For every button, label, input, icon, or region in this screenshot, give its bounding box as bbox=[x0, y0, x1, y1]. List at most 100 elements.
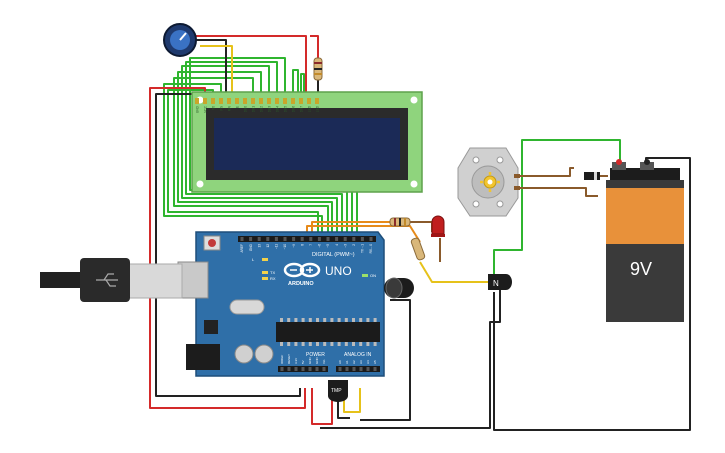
lcd-pin[interactable] bbox=[267, 98, 271, 104]
lcd-pin[interactable] bbox=[211, 98, 215, 104]
analog-pin-label: A2 bbox=[352, 360, 356, 364]
npn-transistor[interactable]: N bbox=[488, 274, 512, 290]
battery-band bbox=[606, 188, 684, 244]
digital-pin[interactable] bbox=[352, 237, 356, 241]
wire-sensor-out[interactable] bbox=[343, 388, 361, 413]
lcd-pin[interactable] bbox=[227, 98, 231, 104]
wire-lcd-led-r[interactable] bbox=[310, 35, 319, 60]
chip-pin bbox=[330, 318, 334, 322]
analog-pin-label: A0 bbox=[338, 360, 342, 364]
wire-green-7[interactable] bbox=[189, 57, 348, 238]
power-pin[interactable] bbox=[301, 367, 305, 371]
battery-9v[interactable]: 9V bbox=[606, 159, 684, 322]
lcd-pin[interactable] bbox=[243, 98, 247, 104]
lcd-screen bbox=[214, 118, 400, 170]
power-pin[interactable] bbox=[280, 367, 284, 371]
wire-green-3[interactable] bbox=[173, 77, 329, 238]
electrolytic-capacitor[interactable] bbox=[384, 277, 414, 299]
wire-5v-rail[interactable] bbox=[149, 87, 306, 409]
digital-pin[interactable] bbox=[240, 237, 244, 241]
wire-pot-gnd[interactable] bbox=[196, 39, 227, 102]
wire-motor-b[interactable] bbox=[514, 187, 598, 197]
lcd-pin-label: DB3 bbox=[268, 106, 272, 112]
analog-pin[interactable] bbox=[373, 367, 377, 371]
digital-pin[interactable] bbox=[326, 237, 330, 241]
wire-motor-a[interactable] bbox=[514, 167, 574, 177]
resistor-led[interactable] bbox=[389, 217, 411, 227]
resistor-base[interactable] bbox=[410, 237, 426, 261]
resistor-lcd-backlight[interactable] bbox=[313, 57, 323, 81]
wire-sensor-vcc[interactable] bbox=[311, 388, 333, 425]
digital-pin[interactable] bbox=[283, 237, 287, 241]
digital-pin[interactable] bbox=[300, 237, 304, 241]
analog-pin[interactable] bbox=[359, 367, 363, 371]
digital-pin[interactable] bbox=[343, 237, 347, 241]
lcd-pin[interactable] bbox=[299, 98, 303, 104]
wire-green-5[interactable] bbox=[181, 65, 338, 238]
lcd-pin-label: DB1 bbox=[252, 106, 256, 112]
power-pin[interactable] bbox=[322, 367, 326, 371]
wire-transistor-base[interactable] bbox=[419, 261, 490, 283]
diode[interactable] bbox=[584, 172, 600, 180]
reset-button-cap[interactable] bbox=[208, 239, 216, 247]
lcd-pin[interactable] bbox=[219, 98, 223, 104]
lcd-pin[interactable] bbox=[195, 98, 199, 104]
wire-green-4[interactable] bbox=[177, 71, 333, 238]
power-pin[interactable] bbox=[294, 367, 298, 371]
power-pin[interactable] bbox=[287, 367, 291, 371]
digital-pin[interactable] bbox=[266, 237, 270, 241]
usb-cable[interactable] bbox=[40, 258, 183, 302]
digital-pin[interactable] bbox=[309, 237, 313, 241]
digital-pin[interactable] bbox=[317, 237, 321, 241]
lcd-pin[interactable] bbox=[275, 98, 279, 104]
digital-pin[interactable] bbox=[369, 237, 373, 241]
lcd-pin[interactable] bbox=[307, 98, 311, 104]
on-led-label: ON bbox=[370, 273, 376, 278]
power-pin[interactable] bbox=[308, 367, 312, 371]
wire-battery-plus[interactable] bbox=[493, 139, 621, 278]
power-pin[interactable] bbox=[315, 367, 319, 371]
chip-pin bbox=[344, 318, 348, 322]
digital-pin[interactable] bbox=[335, 237, 339, 241]
digital-pin[interactable] bbox=[249, 237, 253, 241]
lcd-pin[interactable] bbox=[251, 98, 255, 104]
lcd-pin[interactable] bbox=[259, 98, 263, 104]
potentiometer[interactable] bbox=[163, 23, 197, 57]
digital-pin-label: RX←0 bbox=[369, 244, 373, 254]
digital-pin[interactable] bbox=[292, 237, 296, 241]
wire-transistor-emitter[interactable] bbox=[320, 290, 501, 429]
dc-barrel-jack[interactable] bbox=[186, 344, 220, 370]
chip-pin bbox=[308, 318, 312, 322]
digital-pin-label: ~3 bbox=[343, 244, 347, 248]
digital-pin-label: AREF bbox=[240, 244, 244, 253]
motor-terminal bbox=[514, 174, 520, 178]
analog-pin[interactable] bbox=[352, 367, 356, 371]
digital-pin[interactable] bbox=[360, 237, 364, 241]
analog-pin[interactable] bbox=[366, 367, 370, 371]
wire-green-6[interactable] bbox=[185, 61, 343, 238]
lcd-pin[interactable] bbox=[235, 98, 239, 104]
wire-pot-wiper[interactable] bbox=[200, 45, 233, 102]
analog-pin[interactable] bbox=[338, 367, 342, 371]
lcd-pin[interactable] bbox=[291, 98, 295, 104]
board-model-label: UNO bbox=[325, 264, 352, 278]
usb-b-port[interactable] bbox=[177, 261, 209, 299]
lcd-pin[interactable] bbox=[315, 98, 319, 104]
temperature-sensor[interactable]: TMP bbox=[328, 380, 348, 402]
analog-pin[interactable] bbox=[345, 367, 349, 371]
digital-pin-label: 8 bbox=[300, 244, 304, 246]
digital-pin[interactable] bbox=[274, 237, 278, 241]
dc-motor[interactable] bbox=[457, 147, 520, 217]
lcd-pin[interactable] bbox=[203, 98, 207, 104]
lcd-pin[interactable] bbox=[283, 98, 287, 104]
battery-cap bbox=[610, 168, 680, 180]
l-led-label: L bbox=[252, 257, 255, 262]
analog-pin-label: A1 bbox=[345, 360, 349, 364]
digital-pin[interactable] bbox=[257, 237, 261, 241]
wire-cap-gnd[interactable] bbox=[360, 299, 411, 421]
wire-green-2[interactable] bbox=[163, 83, 323, 238]
red-led[interactable] bbox=[431, 215, 445, 237]
